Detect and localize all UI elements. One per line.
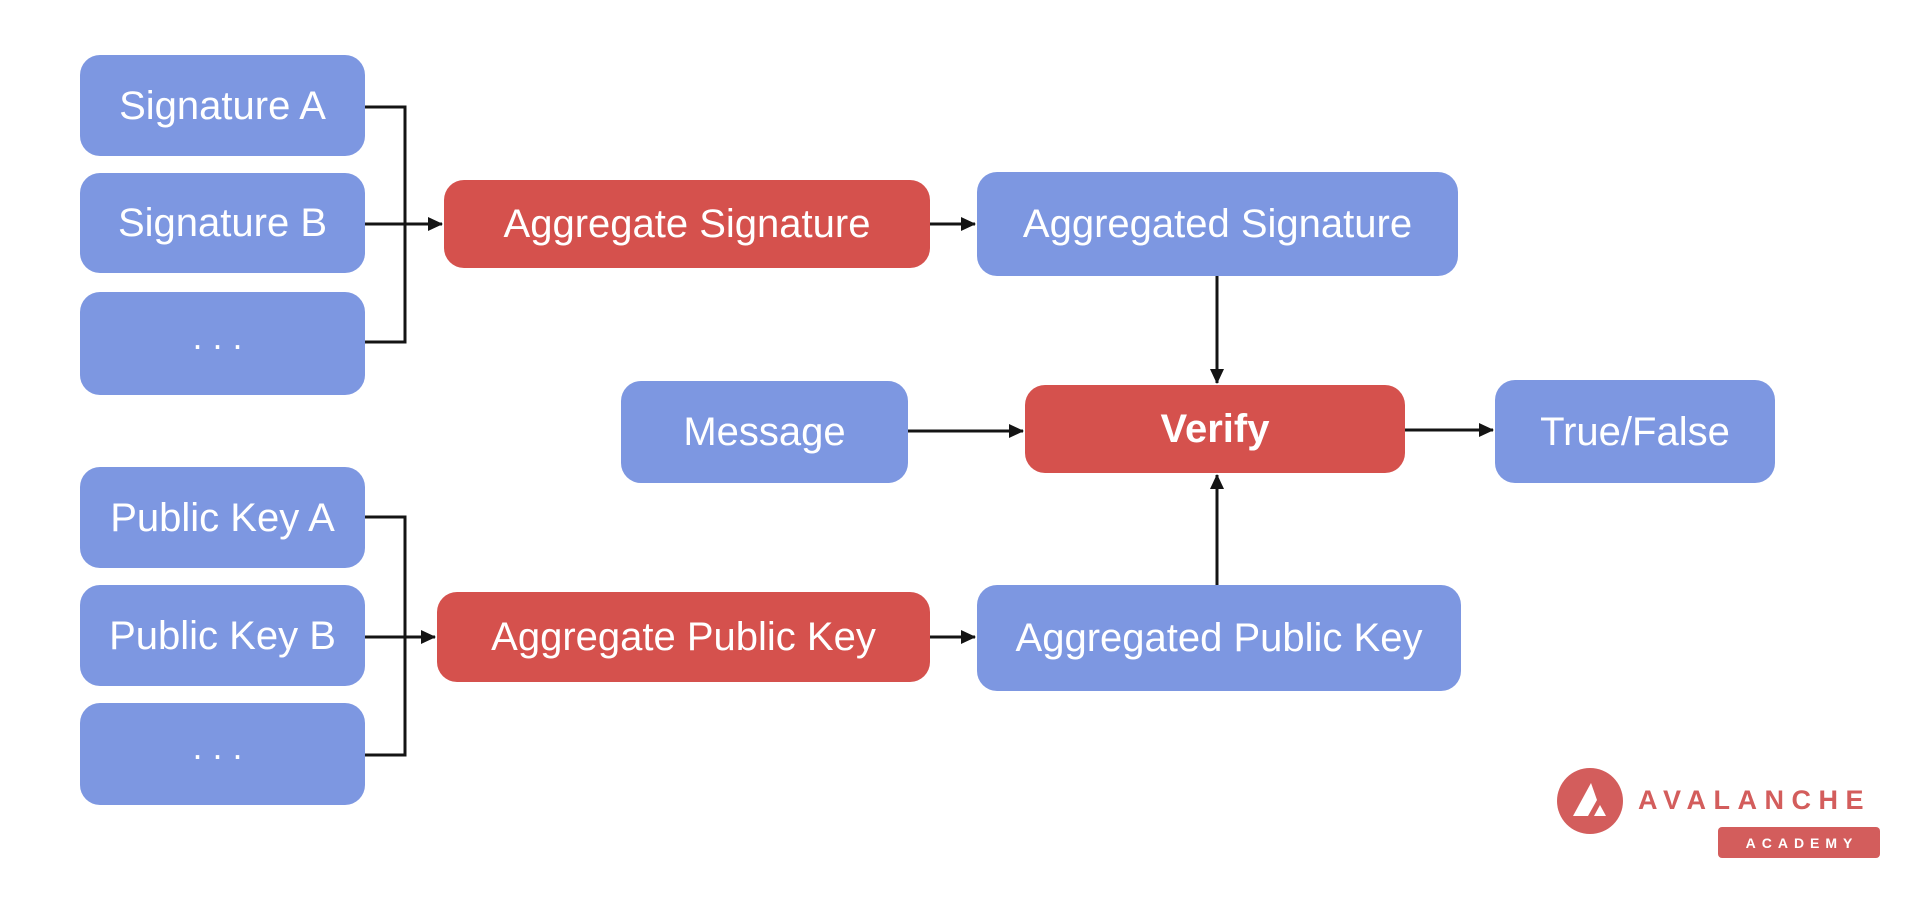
node-label: Aggregated Signature [1022,202,1413,246]
node-label: Message [683,410,846,454]
node-label: ... [192,726,253,767]
node-signature-b: Signature B [80,173,365,273]
node-aggregate-signature: Aggregate Signature [444,180,930,268]
node-aggregated-public-key: Aggregated Public Key [977,585,1461,691]
node-signature-a: Signature A [80,55,365,156]
bracket-signatures [365,105,407,344]
node-label: Verify [1160,407,1270,451]
node-public-key-b: Public Key B [80,585,365,686]
node-label: Signature B [117,201,328,245]
node-label: Aggregate Public Key [491,615,876,659]
node-label: True/False [1540,409,1730,454]
node-label: Public Key B [109,613,336,658]
logo-badge-text: ACADEMY [1745,834,1859,851]
logo-academy-badge: ACADEMY [1718,827,1880,858]
node-message: Message [621,381,908,483]
node-public-key-ellipsis: ... [80,703,365,805]
node-verify: Verify [1025,385,1405,473]
node-signature-ellipsis: ... [80,292,365,395]
logo-brand-text: AVALANCHE [1638,785,1871,815]
node-label: Aggregate Signature [503,202,871,246]
node-aggregated-signature: Aggregated Signature [977,172,1458,276]
node-true-false: True/False [1495,380,1775,483]
node-label: Aggregated Public Key [1015,616,1423,660]
node-label: Signature A [119,83,326,128]
node-public-key-a: Public Key A [80,467,365,568]
avalanche-logo-icon [1557,768,1623,834]
node-label: Public Key A [110,495,335,540]
node-label: ... [192,315,253,357]
node-aggregate-public-key: Aggregate Public Key [437,592,930,682]
avalanche-academy-logo: AVALANCHE ACADEMY [1557,766,1887,861]
bracket-public-keys [365,515,407,757]
